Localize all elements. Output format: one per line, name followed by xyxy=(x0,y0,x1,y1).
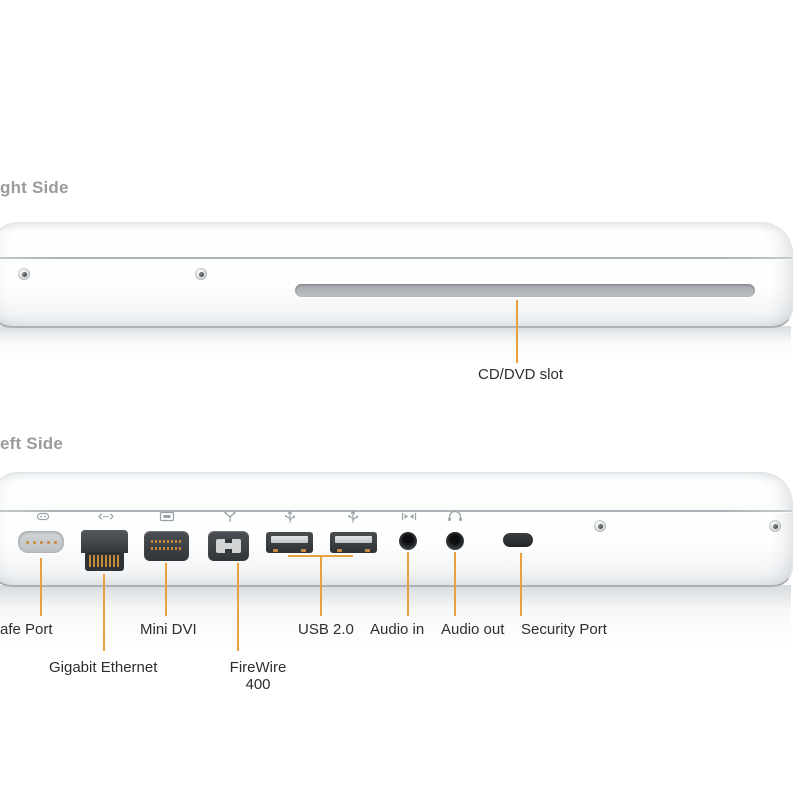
usb-port xyxy=(330,532,377,553)
ethernet-port-pins xyxy=(89,555,120,567)
usb-port xyxy=(266,532,313,553)
security-slot xyxy=(503,533,533,547)
usb-trident-icon xyxy=(281,510,299,523)
leader-line-mini-dvi xyxy=(165,563,167,616)
leader-line-security xyxy=(520,553,522,616)
lid-seam xyxy=(0,257,792,259)
label-firewire-line2: 400 xyxy=(245,676,271,693)
label-audio-in: Audio in xyxy=(370,621,425,638)
macbook-left-side-view xyxy=(0,472,793,587)
magsafe-pin xyxy=(53,540,57,544)
firewire-y-icon xyxy=(221,510,239,523)
label-audio-out: Audio out xyxy=(441,621,505,638)
leader-line-magsafe xyxy=(40,558,42,616)
usb-connector-tab xyxy=(271,536,308,543)
firewire-400-port xyxy=(208,531,249,561)
cd-dvd-slot xyxy=(295,284,755,297)
usb-contact xyxy=(365,549,370,552)
label-firewire-line1: FireWire xyxy=(229,659,287,676)
leader-line-firewire xyxy=(237,563,239,651)
magsafe-pin xyxy=(25,540,29,544)
mini-dvi-pins xyxy=(151,540,182,543)
gigabit-ethernet-port xyxy=(81,530,128,571)
screw-icon xyxy=(594,520,606,532)
leader-line-audio-in xyxy=(407,552,409,616)
laptop-shadow xyxy=(0,326,791,358)
usb-contact xyxy=(301,549,306,552)
usb-contact xyxy=(337,549,342,552)
magsafe-pin xyxy=(32,540,36,544)
macbook-right-side-view xyxy=(0,222,793,328)
leader-line-ethernet xyxy=(103,574,105,651)
mini-dvi-pins xyxy=(151,547,182,550)
leader-line-usb xyxy=(320,555,322,616)
label-cd-dvd-slot: CD/DVD slot xyxy=(478,366,564,383)
headphones-icon xyxy=(446,510,464,523)
ethernet-port-body xyxy=(81,530,128,553)
label-firewire-400: FireWire 400 xyxy=(228,659,288,693)
screw-icon xyxy=(195,268,207,280)
label-security-port: Security Port xyxy=(521,621,607,638)
firewire-connector xyxy=(216,539,241,553)
label-magsafe-port: afe Port xyxy=(0,621,53,638)
power-plug-icon xyxy=(34,510,52,523)
leader-line-audio-out xyxy=(454,552,456,616)
label-gigabit-ethernet: Gigabit Ethernet xyxy=(49,659,158,676)
usb-connector-tab xyxy=(335,536,372,543)
usb-contact xyxy=(273,549,278,552)
section-title-right-side: ght Side xyxy=(0,178,69,197)
line-in-icon xyxy=(400,510,418,523)
magsafe-pin xyxy=(39,540,43,544)
screw-icon xyxy=(18,268,30,280)
magsafe-pin xyxy=(46,540,50,544)
screw-icon xyxy=(769,520,781,532)
mini-dvi-port xyxy=(144,531,189,561)
audio-in-jack xyxy=(399,532,417,550)
label-mini-dvi: Mini DVI xyxy=(140,621,197,638)
leader-line-cd-dvd xyxy=(516,300,518,363)
usb-trident-icon xyxy=(344,510,362,523)
audio-out-jack xyxy=(446,532,464,550)
display-icon xyxy=(158,510,176,523)
lid-seam xyxy=(0,510,792,512)
label-usb: USB 2.0 xyxy=(298,621,354,638)
double-arrow-icon xyxy=(97,510,115,523)
magsafe-port xyxy=(18,531,64,553)
section-title-left-side: eft Side xyxy=(0,434,64,453)
